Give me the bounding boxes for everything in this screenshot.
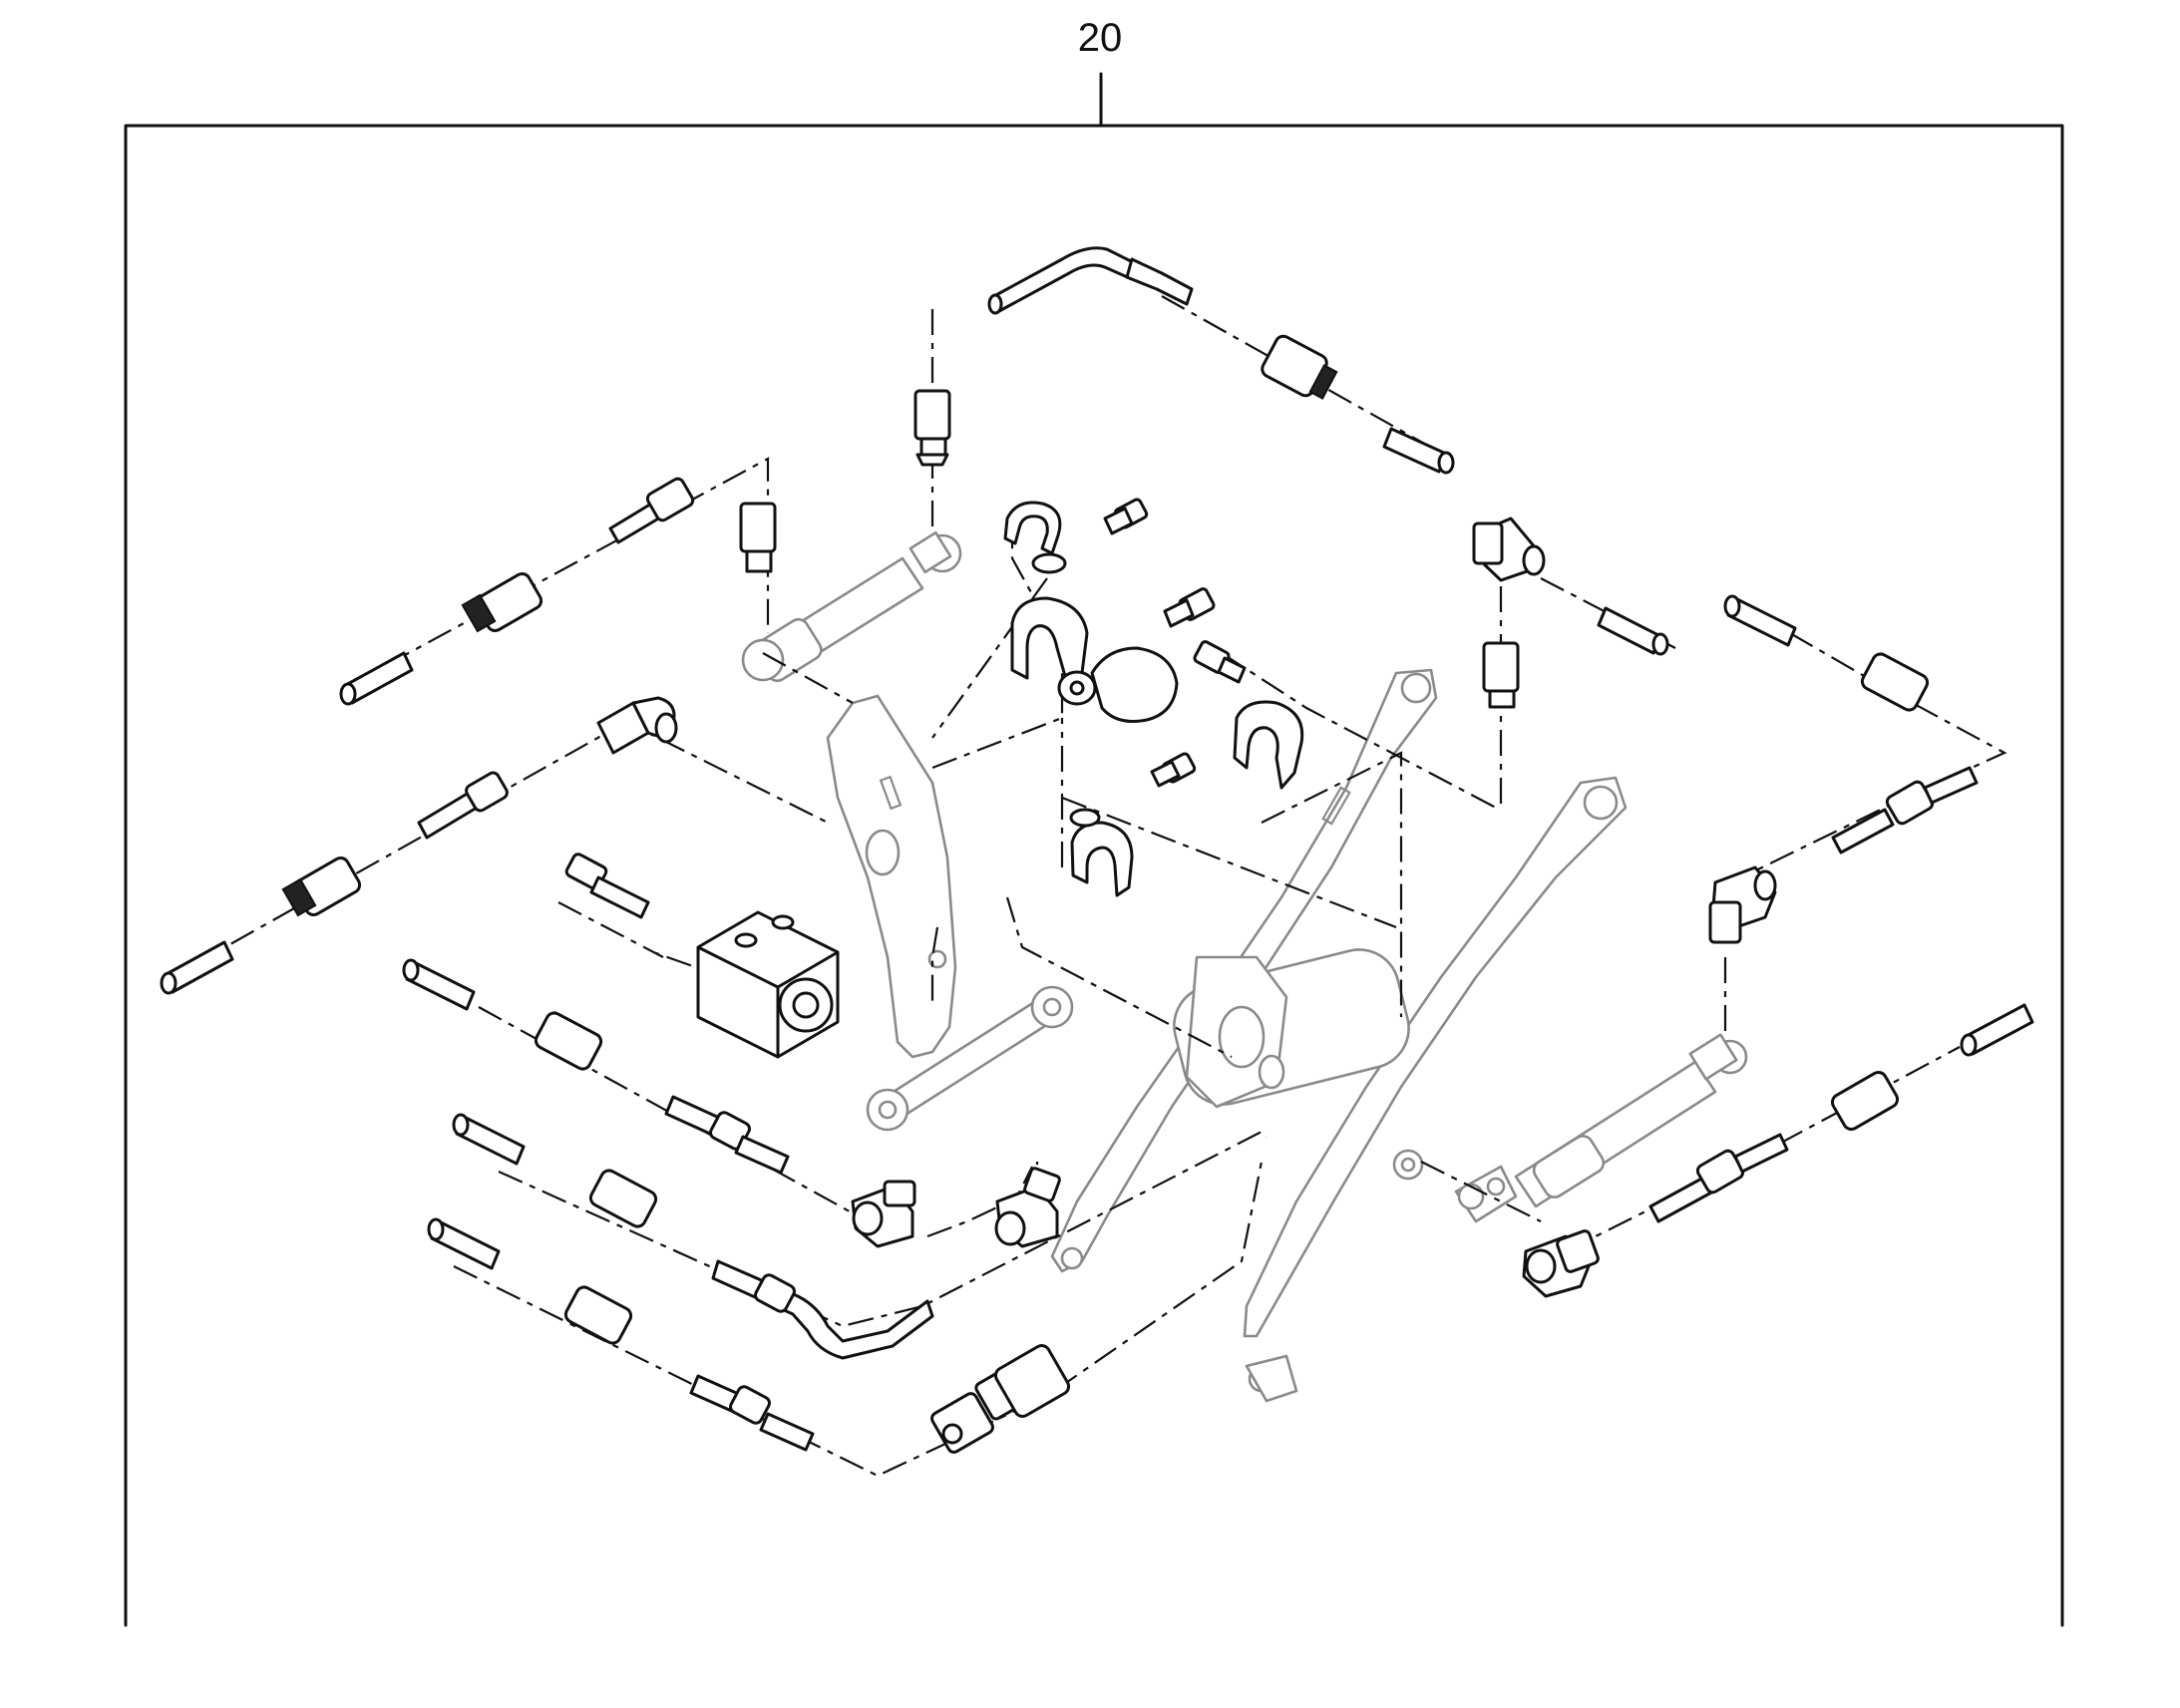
bolt-2 xyxy=(1163,587,1216,628)
top-tube-plug xyxy=(1382,427,1455,475)
left-hydraulic-cylinder xyxy=(741,530,962,683)
right-lower-tube xyxy=(1960,1003,2034,1057)
lower-pipe-clamp xyxy=(1069,808,1134,897)
lower-left-tube-3 xyxy=(427,1217,501,1270)
left-top-sleeve xyxy=(608,477,695,544)
right-top-tube xyxy=(1597,606,1669,656)
top-straight-connector xyxy=(913,389,951,467)
open-pipe-clamp xyxy=(1233,700,1304,790)
left-elbow-fitting xyxy=(596,696,678,755)
right-straight-connector xyxy=(1482,641,1520,709)
right-lower-nut xyxy=(1830,1070,1900,1132)
right-top-elbow xyxy=(1472,516,1546,582)
lower-left-tube-2 xyxy=(452,1113,526,1166)
callout-number: 20 xyxy=(1077,16,1123,60)
lower-elbow-2 xyxy=(994,1167,1061,1248)
lower-left-nut-2 xyxy=(588,1169,658,1228)
lower-bent-tube xyxy=(711,1259,934,1360)
assembly-frame xyxy=(124,72,2064,1627)
far-right-sleeve xyxy=(1831,766,1979,854)
left-top-nut xyxy=(461,571,544,633)
left-middle-sleeve xyxy=(417,771,509,840)
bolt-1 xyxy=(1103,498,1149,535)
upper-bent-tube xyxy=(987,246,1194,315)
right-middle-elbow xyxy=(1708,865,1777,944)
right-hydraulic-cylinder xyxy=(1454,1033,1748,1223)
left-middle-nut xyxy=(281,855,362,917)
left-straight-connector xyxy=(739,502,777,573)
lower-left-nut-1 xyxy=(534,1011,603,1071)
right-lower-elbow xyxy=(1522,1229,1600,1298)
left-middle-tube-plug xyxy=(160,940,234,995)
lower-left-nut-3 xyxy=(563,1285,633,1345)
left-lift-arm xyxy=(826,694,957,1059)
lower-elbow-1 xyxy=(851,1180,916,1248)
top-nut-fitting xyxy=(1261,334,1338,400)
clamp-block xyxy=(696,910,840,1059)
lower-left-sleeve-1 xyxy=(664,1095,790,1175)
large-double-clamp xyxy=(1010,596,1179,723)
pivot-bracket-ring xyxy=(1392,1149,1424,1181)
bolt-3 xyxy=(1193,640,1247,684)
far-right-nut xyxy=(1860,652,1930,712)
right-lower-sleeve xyxy=(1648,1133,1789,1223)
reducer-union-fitting xyxy=(930,1344,1071,1454)
centre-lift-frame xyxy=(1050,668,1628,1403)
lower-left-tube-1 xyxy=(402,958,476,1011)
upper-link-rod xyxy=(866,985,1074,1132)
bolt-4 xyxy=(1150,752,1197,788)
left-top-tube-plug xyxy=(339,651,414,706)
lower-left-sleeve-3 xyxy=(689,1374,815,1452)
small-pipe-clamp xyxy=(1003,501,1067,574)
long-bolt xyxy=(564,853,650,919)
far-right-tube xyxy=(1723,594,1797,647)
